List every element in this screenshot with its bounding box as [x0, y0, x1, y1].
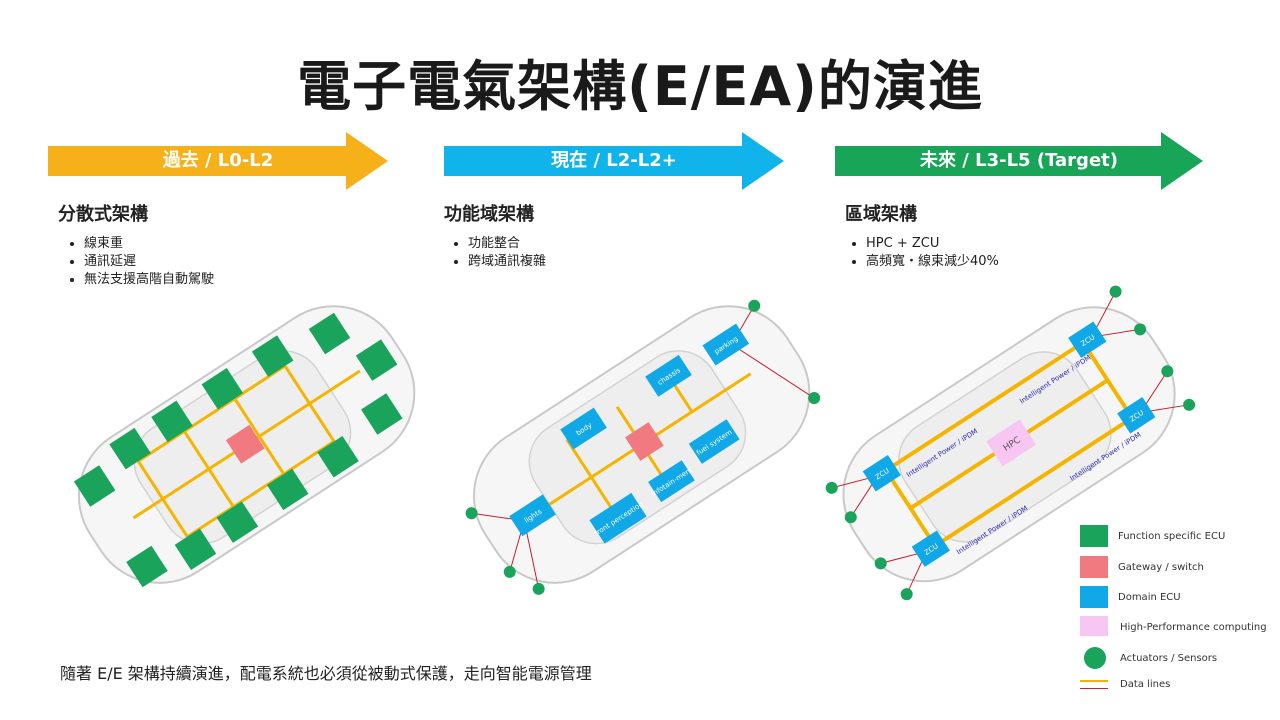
bullets-domain: 功能整合 跨域通訊複雜 — [450, 235, 546, 271]
legend-label: Data lines — [1120, 679, 1171, 690]
legend-swatch — [1084, 647, 1106, 669]
actuator-sensors — [465, 299, 821, 595]
legend-label: Gateway / switch — [1118, 562, 1204, 573]
bullet-item: 高頻寬・線束減少40% — [866, 253, 999, 271]
bullets-zonal: HPC + ZCU 高頻寬・線束減少40% — [848, 235, 999, 271]
arrow-present-label: 現在 / L2-L2+ — [551, 150, 677, 171]
data-lines — [884, 340, 1134, 548]
zcu-units — [862, 321, 1156, 567]
bullets-distributed: 線束重 通訊延遲 無法支援高階自動駕駛 — [66, 235, 214, 289]
arrow-present: 現在 / L2-L2+ — [444, 132, 784, 190]
bullet-item: 通訊延遲 — [84, 253, 214, 271]
legend-swatch — [1080, 525, 1108, 547]
footer-note: 隨著 E/E 架構持續演進，配電系統也必須從被動式保護，走向智能電源管理 — [60, 664, 592, 683]
heading-zonal: 區域架構 — [845, 204, 917, 225]
gateway-switch — [225, 424, 265, 464]
hpc-unit — [986, 419, 1037, 467]
arrow-future: 未來 / L3-L5 (Target) — [835, 132, 1203, 190]
function-ecus — [73, 312, 403, 588]
bullet-item: 跨域通訊複雜 — [468, 253, 546, 271]
car-zonal-diagram: HPC ZCU ZCU ZCU ZCU Intelligent Power / … — [825, 285, 1196, 601]
legend-label: Function specific ECU — [1118, 531, 1226, 542]
car-domain-diagram: lights body chassis parking Front percep… — [465, 299, 821, 595]
legend-swatch — [1080, 586, 1108, 608]
legend-label: Domain ECU — [1118, 592, 1181, 603]
legend-swatch — [1080, 688, 1108, 689]
heading-domain: 功能域架構 — [444, 204, 534, 225]
actuator-sensors — [825, 285, 1196, 601]
legend-label: High-Performance computing — [1120, 622, 1267, 633]
page-title: 電子電氣架構(E/EA)的演進 — [297, 55, 983, 118]
legend-label: Actuators / Sensors — [1120, 653, 1218, 664]
gateway-switch — [625, 422, 664, 461]
bullet-item: 無法支援高階自動駕駛 — [84, 271, 214, 289]
arrow-future-label: 未來 / L3-L5 (Target) — [920, 150, 1118, 171]
bullet-item: 線束重 — [84, 235, 214, 253]
heading-distributed: 分散式架構 — [58, 204, 148, 225]
wiring-lines — [831, 291, 1190, 595]
legend-swatch — [1080, 556, 1108, 578]
legend-swatch — [1080, 680, 1108, 682]
bullet-item: HPC + ZCU — [866, 235, 999, 253]
bullet-item: 功能整合 — [468, 235, 546, 253]
legend-swatch — [1080, 616, 1108, 636]
domain-ecus — [509, 323, 750, 544]
wiring-lines — [471, 305, 815, 589]
arrow-past-label: 過去 / L0-L2 — [162, 150, 274, 171]
car-distributed-diagram — [73, 305, 416, 588]
arrow-past: 過去 / L0-L2 — [48, 132, 388, 190]
